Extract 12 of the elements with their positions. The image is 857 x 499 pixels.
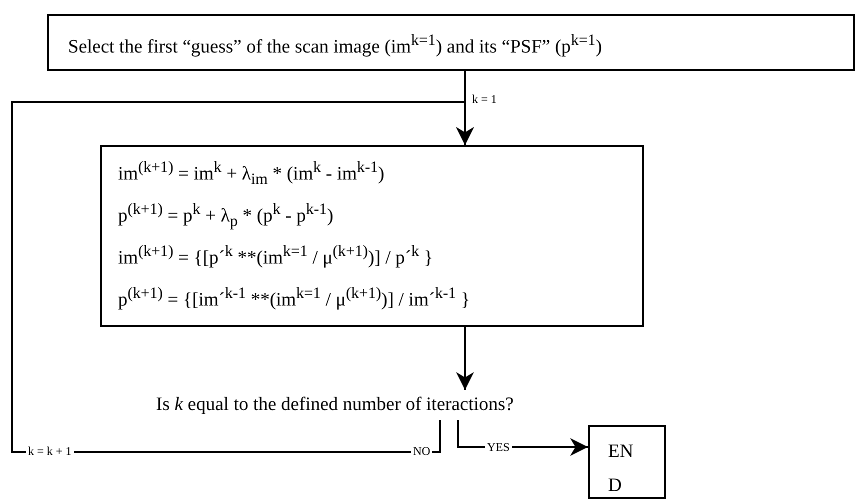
node-text: Select the first “guess” of the scan image (im$^{k=1}$) and its “PSF” (p$^{k=1}$) [68, 32, 602, 58]
node-text: Is k equal to the defined number of iteractions? [156, 394, 514, 416]
formula-text: p$^{(k+1)}$ = p$^{k}$ + λ$_{p}$ * (p$^{k}$ - p$^{k-1}$) [118, 201, 334, 232]
process-box [100, 145, 644, 327]
end-box [588, 425, 666, 499]
process-box [47, 14, 855, 71]
formula-text: im$^{(k+1)}$ = {[p´$^{k}$ **(im$^{k=1}$ / μ$^{(k+1)}$)] / p´$^{k}$ } [118, 243, 434, 270]
arrow [11, 101, 474, 453]
formula-text: p$^{(k+1)}$ = {[im´$^{k-1}$ **(im$^{k=1}$ / μ$^{(k+1)}$)] / im´$^{k-1}$ } [118, 285, 470, 312]
formula-text: im$^{(k+1)}$ = im$^{k}$ + λ$_{im}$ * (im$^{k}$ - im$^{k-1}$) [118, 159, 384, 190]
node-text: END [608, 440, 634, 498]
arrow [456, 327, 474, 390]
